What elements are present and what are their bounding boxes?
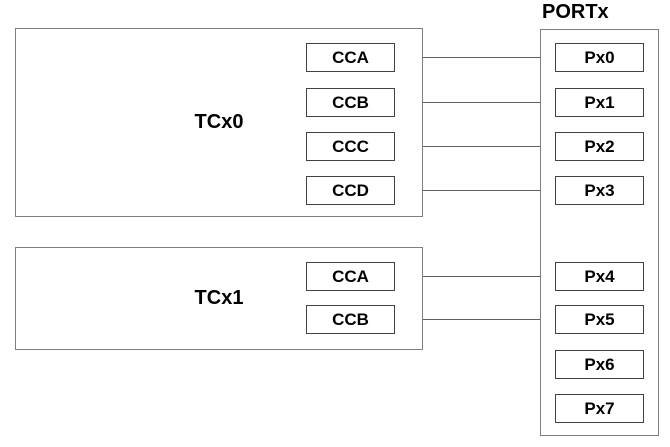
channel-box-tcx0-cca: CCA [306,43,395,72]
channel-box-tcx0-ccc: CCC [306,132,395,161]
port-block-title: PORTx [542,1,609,23]
pin-box-px7: Px7 [555,394,644,423]
channel-box-tcx0-ccb: CCB [306,88,395,117]
pin-box-px2: Px2 [555,132,644,161]
pin-box-px6: Px6 [555,350,644,379]
channel-box-tcx1-ccb: CCB [306,305,395,334]
channel-box-tcx0-ccd: CCD [306,176,395,205]
pin-box-px3: Px3 [555,176,644,205]
block-tcx0-label: TCx0 [194,111,244,133]
pin-box-px1: Px1 [555,88,644,117]
channel-box-tcx1-cca: CCA [306,262,395,291]
pin-box-px0: Px0 [555,43,644,72]
block-tcx1-label: TCx1 [194,287,244,309]
pin-box-px4: Px4 [555,262,644,291]
pin-box-px5: Px5 [555,305,644,334]
